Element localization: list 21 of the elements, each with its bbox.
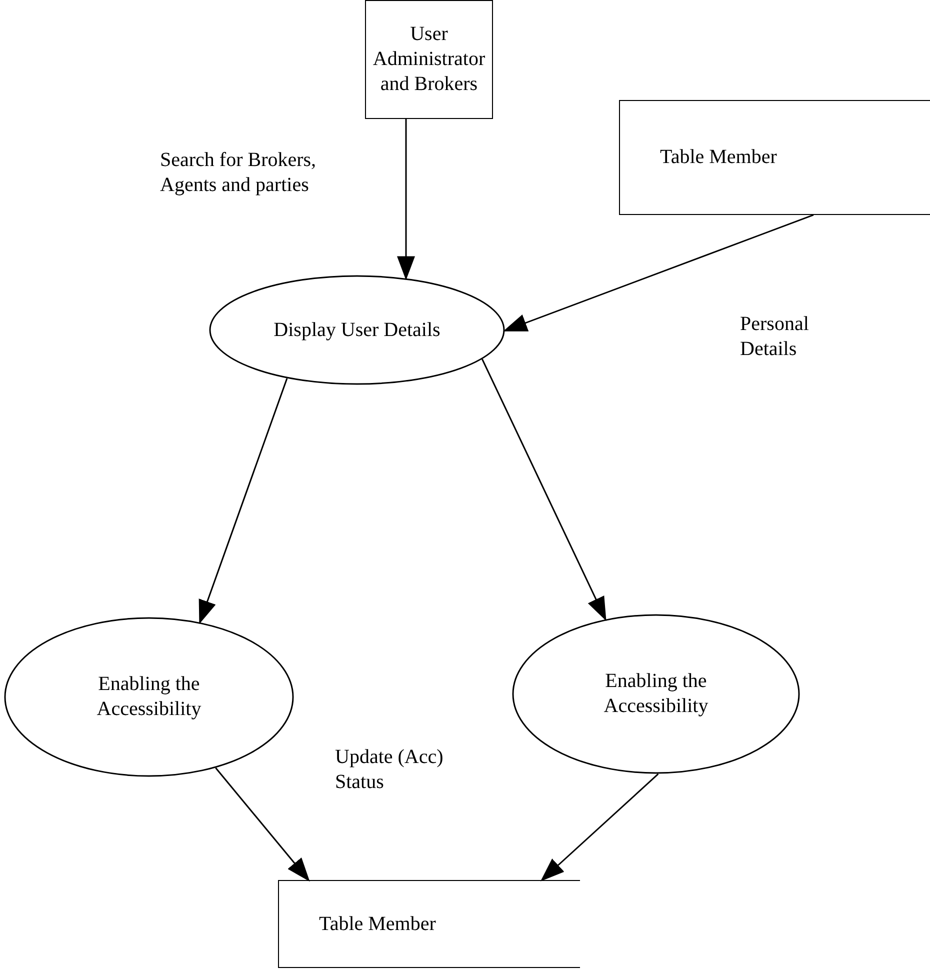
node-label: User Administrator and Brokers — [372, 22, 486, 97]
data-store — [619, 100, 930, 215]
arrow — [540, 773, 659, 882]
node-label: Table Member — [660, 145, 777, 170]
arrow — [397, 119, 415, 280]
arrow — [215, 767, 310, 882]
node-label: Table Member — [319, 912, 436, 936]
entity-box — [365, 0, 493, 119]
arrow — [198, 378, 288, 624]
process-ellipse — [209, 275, 505, 385]
arrow — [481, 358, 606, 622]
edge-label: Personal Details — [740, 312, 810, 362]
process-ellipse — [512, 614, 800, 774]
node-label: Enabling the Accessibility — [602, 669, 710, 719]
arrow — [503, 214, 814, 332]
node-label: Enabling the Accessibility — [96, 672, 202, 722]
process-ellipse — [4, 617, 294, 777]
data-store — [278, 880, 580, 968]
flow-label: Update (Acc) Status — [335, 745, 444, 795]
edge-label: Search for Brokers, Agents and parties — [160, 148, 318, 198]
node-label: Display User Details — [274, 318, 440, 342]
